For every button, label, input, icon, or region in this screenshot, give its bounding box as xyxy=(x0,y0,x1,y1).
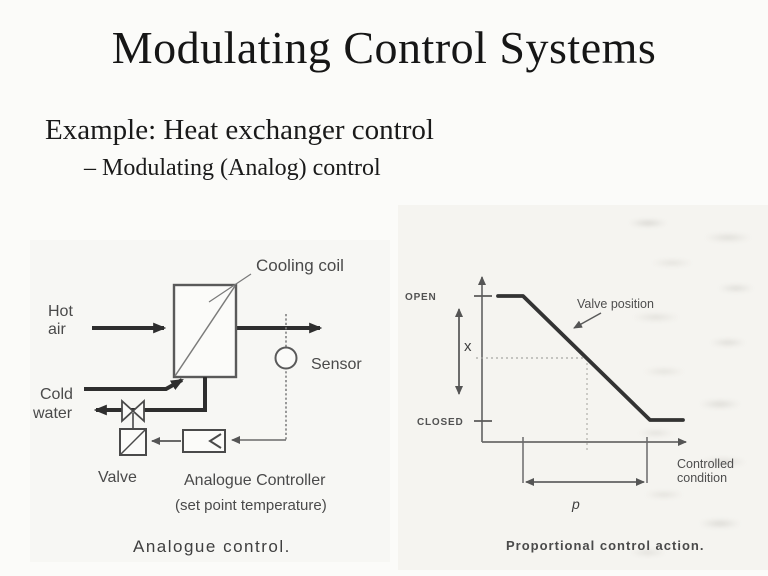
heat-exchanger-diagram: Hot air Cold water Cooling coil Sensor V… xyxy=(30,240,390,562)
closed-label: CLOSED xyxy=(417,417,463,428)
cooling-coil-pointer-line xyxy=(208,273,252,303)
right-diagram-caption: Proportional control action. xyxy=(506,538,704,553)
bullet-item: – Modulating (Analog) control xyxy=(84,155,381,181)
cold-water-label-line1: Cold xyxy=(40,386,73,403)
controlled-condition-label-line2: condition xyxy=(677,471,727,485)
open-label: OPEN xyxy=(405,292,437,303)
controlled-condition-label-line1: Controlled xyxy=(677,457,734,471)
sensor-label: Sensor xyxy=(311,356,362,373)
proportional-control-chart: OPEN CLOSED x Valve position Controlled … xyxy=(405,276,734,553)
valve-position-pointer-arrow xyxy=(573,312,602,329)
slide-title: Modulating Control Systems xyxy=(111,22,657,73)
hot-air-label-line1: Hot xyxy=(48,303,73,320)
sensor-icon xyxy=(274,346,298,370)
valve-actuator-diagonal xyxy=(120,429,146,455)
setpoint-note-label: (set point temperature) xyxy=(175,497,327,514)
water-return-line xyxy=(93,377,207,416)
valve-position-curve xyxy=(496,294,685,422)
p-label: p xyxy=(571,496,580,512)
cooling-coil-label: Cooling coil xyxy=(256,256,344,275)
valve-position-label: Valve position xyxy=(577,297,654,311)
valve-icon xyxy=(121,398,145,424)
controller-label: Analogue Controller xyxy=(184,472,326,489)
analogue-controller-box xyxy=(182,429,226,453)
example-heading: Example: Heat exchanger control xyxy=(45,114,434,146)
cold-water-supply-arrow xyxy=(84,378,184,391)
coil-diagonal xyxy=(174,285,236,377)
hot-air-label-line2: air xyxy=(48,321,66,338)
controller-chevron xyxy=(208,433,222,449)
valve-label: Valve xyxy=(98,469,137,486)
left-diagram-caption: Analogue control. xyxy=(133,537,291,556)
cold-water-label-line2: water xyxy=(32,405,73,422)
x-label: x xyxy=(464,338,472,355)
